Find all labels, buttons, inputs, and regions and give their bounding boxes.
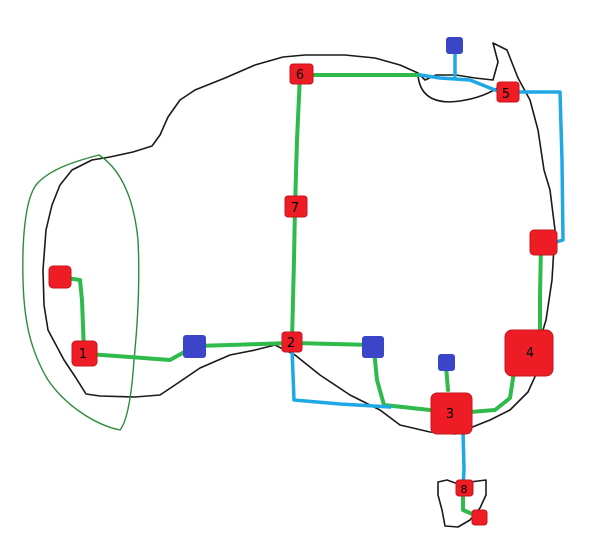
blue-node-west[interactable] xyxy=(183,335,206,358)
blue-node-south[interactable] xyxy=(438,354,455,371)
route-blue-to-3 xyxy=(372,348,432,412)
node-4[interactable]: 4 xyxy=(504,329,554,377)
route-7-to-6 xyxy=(293,73,302,209)
node-6-box[interactable] xyxy=(289,63,314,85)
blue-node-center[interactable] xyxy=(362,336,384,358)
region-outline xyxy=(22,154,140,431)
route-6-to-5 xyxy=(418,73,502,94)
node-3-box[interactable] xyxy=(430,392,473,435)
node-8[interactable]: 8 xyxy=(455,479,474,497)
route-5-to-east-red xyxy=(510,90,565,244)
green-routes xyxy=(58,73,543,518)
node-6-label: 6 xyxy=(296,68,304,83)
route-2-to-3 xyxy=(290,346,392,409)
bay-outline xyxy=(417,74,501,103)
node-3-label: 3 xyxy=(446,407,454,422)
node-5[interactable]: 5 xyxy=(496,81,520,103)
node-5-box[interactable] xyxy=(496,81,520,103)
node-5-label: 5 xyxy=(502,87,510,102)
node-1-box[interactable] xyxy=(71,340,98,367)
node-2[interactable]: 2 xyxy=(281,331,303,353)
route-3-to-8 xyxy=(461,428,466,490)
route-1-to-2 xyxy=(86,341,292,362)
red-node-east[interactable] xyxy=(529,229,558,256)
node-7-label: 7 xyxy=(291,201,299,216)
node-7-box[interactable] xyxy=(284,195,308,218)
node-4-box[interactable] xyxy=(504,329,554,377)
blue-node-top[interactable] xyxy=(446,37,463,54)
red-node-island[interactable] xyxy=(471,509,488,526)
node-7[interactable]: 7 xyxy=(284,195,308,218)
node-3[interactable]: 3 xyxy=(430,392,473,435)
route-4-to-red xyxy=(538,243,543,337)
node-8-box[interactable] xyxy=(455,479,474,497)
node-1[interactable]: 1 xyxy=(71,340,98,367)
node-6[interactable]: 6 xyxy=(289,63,314,85)
node-1-label: 1 xyxy=(79,347,87,362)
route-2-to-7 xyxy=(290,205,297,342)
node-2-box[interactable] xyxy=(281,331,303,353)
node-8-label: 8 xyxy=(461,483,468,496)
node-2-label: 2 xyxy=(287,336,295,351)
node-4-label: 4 xyxy=(526,346,534,361)
continent-outline xyxy=(42,42,556,435)
route-2-to-blue xyxy=(292,341,375,347)
red-node-west[interactable] xyxy=(48,265,72,289)
